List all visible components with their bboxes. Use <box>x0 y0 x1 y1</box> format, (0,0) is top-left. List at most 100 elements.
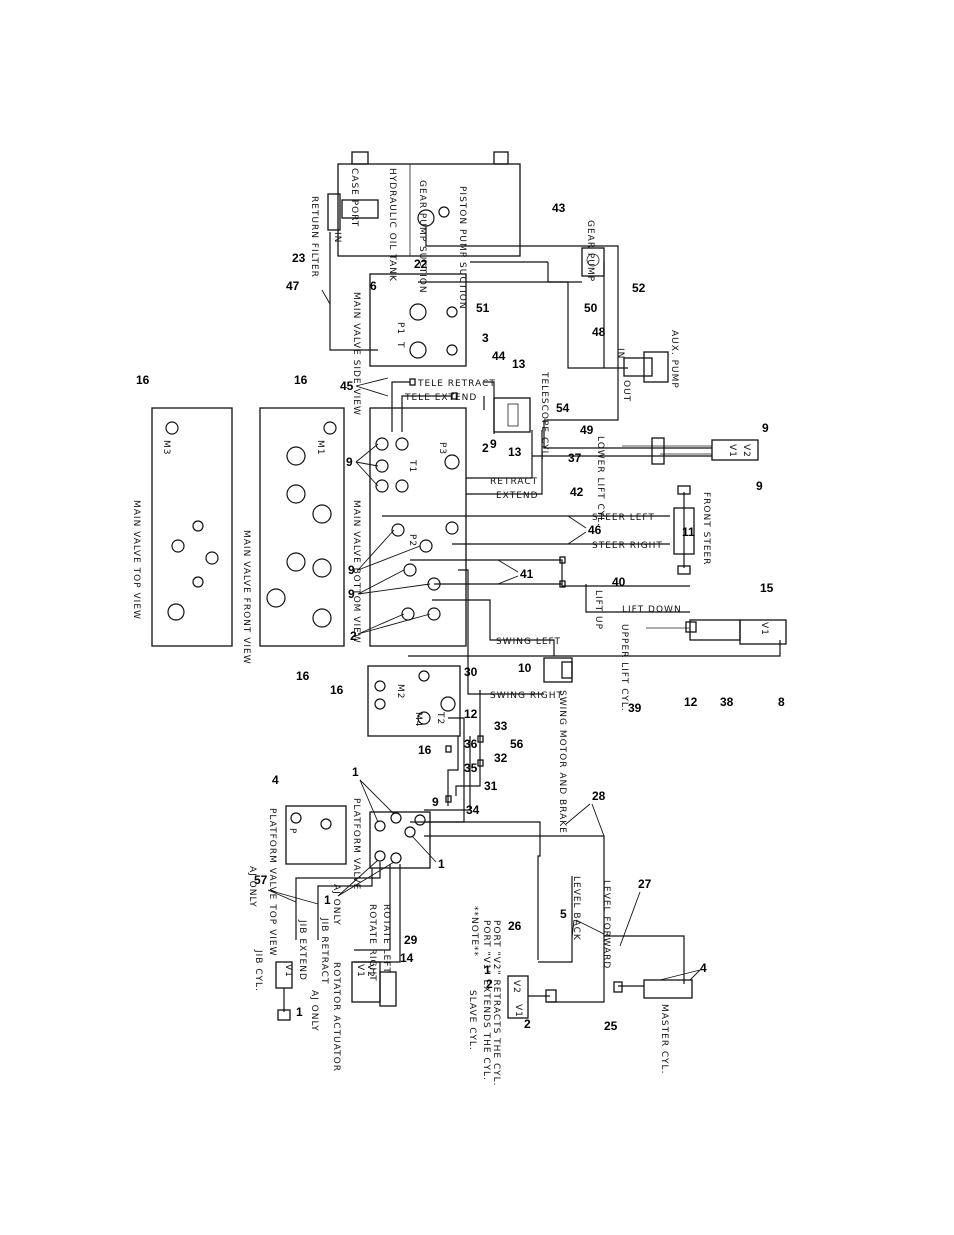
swing-motor-and-brake: SWING MOTOR AND BRAKE 10 <box>518 657 573 834</box>
port-t <box>409 341 427 359</box>
main-valve-front-view: M1 MAIN VALVE FRONT VIEW 16 16 <box>241 373 345 683</box>
callout-37: 37 <box>568 451 582 465</box>
callout-40: 40 <box>612 575 626 589</box>
aj-only-label-c: AJ ONLY <box>309 990 319 1032</box>
platform-valve-label: PLATFORM VALVE <box>351 798 361 890</box>
callout-49: 49 <box>580 423 594 437</box>
callout-9-a: 9 <box>346 455 353 469</box>
main-valve-top-view: M3 MAIN VALVE TOP VIEW 16 <box>131 373 233 647</box>
rotate-left-label: ROTATE LEFT <box>381 904 391 974</box>
rotator-label: ROTATOR ACTUATOR <box>331 962 341 1072</box>
swing-motor-label: SWING MOTOR AND BRAKE <box>557 690 567 834</box>
aj-only-label-b: AJ ONLY <box>331 884 341 926</box>
port-t-label: T <box>395 341 405 349</box>
callout-1-a: 1 <box>352 765 359 779</box>
port-v1-rot: V1 <box>355 964 365 978</box>
callout-16-c: 16 <box>296 669 310 683</box>
lower-lift-cylinder: V1 V2 LOWER LIFT CYL. 9 9 <box>595 421 769 527</box>
level-back-label: LEVEL BACK <box>571 876 581 941</box>
callout-4-b: 4 <box>700 961 707 975</box>
platform-valve: PLATFORM VALVE 1 1 1 <box>324 765 445 907</box>
piston-suction-label: PISTON PUMP SUCTION <box>457 186 467 310</box>
callout-16-e: 16 <box>418 743 432 757</box>
callout-4-a: 4 <box>272 773 279 787</box>
callout-6: 6 <box>370 279 377 293</box>
level-forward-label: LEVEL FORWARD <box>601 880 611 969</box>
callout-9-g: 9 <box>432 795 439 809</box>
port-m2-label: M2 <box>395 684 405 700</box>
jib-cyl-label: JIB CYL. <box>253 949 263 992</box>
port-v-upper: V1 <box>759 622 769 636</box>
hydraulic-oil-tank: CASE PORT HYDRAULIC OIL TANK GEAR PUMP S… <box>337 151 521 310</box>
callout-11: 11 <box>682 525 695 539</box>
callout-30: 30 <box>464 665 478 679</box>
note-line-1: PORT "V1" EXTENDS THE CYL. <box>481 920 491 1081</box>
port-v1-lower: V1 <box>727 444 737 458</box>
jib-extend-label: JIB EXTEND <box>297 919 307 981</box>
main-valve-end-block: M2 M4 T2 16 16 12 <box>330 665 478 757</box>
note-title: **NOTE** <box>469 906 479 957</box>
telescope-cylinder: TELESCOPE CYL. 44 13 13 9 54 <box>490 349 570 460</box>
callout-2-c: 2 <box>486 977 493 991</box>
callout-31: 31 <box>484 779 498 793</box>
callout-2-d: 2 <box>524 1017 531 1031</box>
callout-12-b: 12 <box>464 707 478 721</box>
telescope-label: TELESCOPE CYL. <box>539 371 549 460</box>
port-p2-label: P2 <box>407 534 417 547</box>
callout-44: 44 <box>492 349 506 363</box>
callout-2-a: 2 <box>482 441 489 455</box>
master-cylinder: MASTER CYL. 4 <box>613 961 707 1074</box>
callout-35: 35 <box>464 761 478 775</box>
callout-3: 3 <box>482 331 489 345</box>
front-steer-cylinder: FRONT STEER 11 <box>673 485 711 575</box>
callout-29: 29 <box>404 933 418 947</box>
gear-pump: GEAR PUMP 43 <box>552 201 605 282</box>
callout-39: 39 <box>628 701 642 715</box>
main-valve-side-view: MAIN VALVE SIDE VIEW P1 T 6 3 <box>351 273 489 416</box>
lower-lift-label: LOWER LIFT CYL. <box>595 436 605 527</box>
note-line-2: PORT "V2" RETRACTS THE CYL. <box>491 920 501 1086</box>
callout-23: 23 <box>292 251 306 265</box>
callout-22: 22 <box>414 257 428 271</box>
callout-25: 25 <box>604 1019 618 1033</box>
callout-42: 42 <box>570 485 584 499</box>
callout-9-e: 9 <box>762 421 769 435</box>
port-v1-jib: V1 <box>283 964 293 978</box>
callout-13-b: 13 <box>508 445 522 459</box>
port-p1 <box>409 303 427 321</box>
callout-1-e: 1 <box>484 963 491 977</box>
upper-lift-cylinder: V1 UPPER LIFT CYL. 15 12 38 8 <box>619 581 787 712</box>
main-valve-front-label: MAIN VALVE FRONT VIEW <box>241 530 251 665</box>
callout-8: 8 <box>778 695 785 709</box>
master-label: MASTER CYL. <box>659 1004 669 1074</box>
main-valve-top-label: MAIN VALVE TOP VIEW <box>131 500 141 620</box>
callout-1-b: 1 <box>324 893 331 907</box>
port-v2-lower: V2 <box>741 444 751 458</box>
extend-label: EXTEND <box>496 491 539 501</box>
callout-27: 27 <box>638 877 652 891</box>
case-port-label: CASE PORT <box>349 168 359 227</box>
callout-51: 51 <box>476 301 490 315</box>
callout-13-a: 13 <box>512 357 526 371</box>
callout-52: 52 <box>632 281 646 295</box>
rotate-right-label: ROTATE RIGHT <box>367 904 377 982</box>
callout-2-b: 2 <box>350 629 357 643</box>
callout-41: 41 <box>520 567 534 581</box>
port-p1-label: P1 <box>395 322 405 335</box>
port-p-label: P <box>287 828 297 834</box>
callout-50: 50 <box>584 301 598 315</box>
note-block: **NOTE** PORT "V1" EXTENDS THE CYL. PORT… <box>469 906 501 1086</box>
callout-10: 10 <box>518 661 532 675</box>
callout-1-d: 1 <box>296 1005 303 1019</box>
platform-valve-top-view: P PLATFORM VALVE TOP VIEW 4 <box>267 773 347 956</box>
port-v2-rot: V2 <box>365 964 375 978</box>
callout-48: 48 <box>592 325 606 339</box>
callout-56: 56 <box>510 737 524 751</box>
callout-45: 45 <box>340 379 354 393</box>
jib-retract-label: JIB RETRACT <box>319 917 329 984</box>
callout-28: 28 <box>592 789 606 803</box>
lift-down-label: LIFT DOWN <box>622 605 682 615</box>
port-m3-label: M3 <box>161 440 171 456</box>
